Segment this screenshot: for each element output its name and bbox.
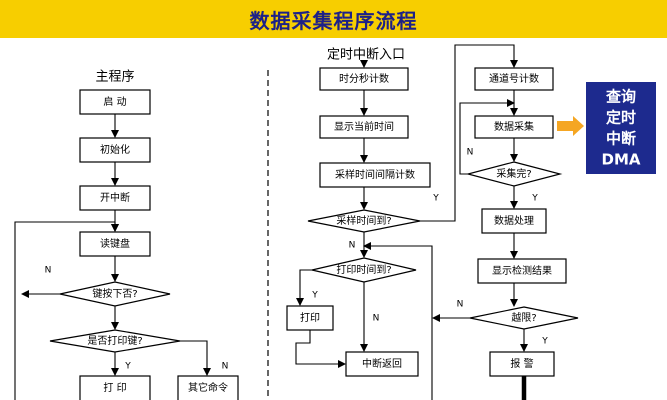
data-sample-label: 数据采集: [494, 120, 534, 133]
timer-print-label: 打印: [300, 311, 320, 324]
hms-count-label: 时分秒计数: [339, 72, 389, 85]
print-label: 打 印: [103, 381, 126, 394]
method-note-box: [586, 82, 656, 174]
sample-interval-label: 采样时间间隔计数: [335, 168, 415, 181]
main-loop-line: [14, 221, 115, 400]
data-process-box: [481, 208, 547, 234]
timer-print-box: [286, 305, 334, 331]
print-due-no-label: N: [373, 314, 380, 324]
print-due-label: 打印时间到?: [336, 263, 391, 276]
over-limit-yes-label: Y: [541, 337, 548, 347]
timer-header: 定时中断入口: [327, 48, 405, 63]
print-no-arrow: [180, 340, 211, 376]
sample-return-line: [363, 242, 433, 400]
method-note-line-1: 查询: [606, 88, 636, 106]
start-label: 启 动: [103, 95, 126, 108]
key-no-label: N: [45, 266, 52, 276]
int-return-label: 中断返回: [362, 357, 402, 370]
over-limit-no-label: N: [457, 300, 464, 310]
sample-done-label: 采集完?: [496, 167, 531, 180]
sample-due-yes-label: Y: [432, 194, 439, 204]
alarm-label: 报 警: [510, 357, 533, 370]
page-title: 数据采集程序流程: [249, 8, 418, 33]
print-yes-label: Y: [124, 362, 131, 372]
is-print-label: 是否打印键?: [87, 334, 142, 347]
channel-count-label: 通道号计数: [489, 72, 539, 85]
method-note-line-3: 中断: [606, 130, 636, 148]
sample-due-no-label: N: [349, 241, 356, 251]
method-note-line-4: DMA: [602, 151, 641, 169]
main-program-header: 主程序: [95, 70, 134, 85]
sample-due-yes-line: [420, 44, 518, 222]
method-note-line-2: 定时: [606, 109, 636, 127]
int-return-box: [345, 351, 419, 377]
data-process-label: 数据处理: [494, 214, 534, 227]
other-cmd-box: [177, 375, 239, 400]
read-key-box: [79, 231, 151, 257]
sample-done-yes-label: Y: [531, 194, 538, 204]
sample-done-no-label: N: [467, 148, 474, 158]
sample-due-label: 采样时间到?: [336, 214, 391, 227]
show-result-label: 显示检测结果: [492, 264, 552, 277]
alarm-box: [489, 351, 555, 377]
title-bar: 数据采集程序流程: [0, 0, 667, 38]
sample-done-no-loop: [459, 99, 515, 175]
init-label: 初始化: [100, 143, 130, 156]
show-result-box: [477, 258, 567, 284]
print-box: [79, 375, 151, 400]
other-cmd-label: 其它命令: [188, 381, 228, 394]
show-time-label: 显示当前时间: [334, 120, 394, 133]
timer-print-return-line: [295, 330, 346, 368]
key-pressed-label: 键按下否?: [92, 287, 137, 300]
enable-int-label: 开中断: [100, 191, 130, 204]
over-limit-label: 越限?: [511, 311, 536, 324]
read-key-label: 读键盘: [100, 237, 130, 250]
sample-interval-box: [319, 162, 431, 188]
print-no-label: N: [222, 362, 229, 372]
print-due-yes-arrow: [296, 269, 312, 306]
print-due-yes-label: Y: [311, 291, 318, 301]
orange-arrow-icon: [557, 116, 584, 136]
